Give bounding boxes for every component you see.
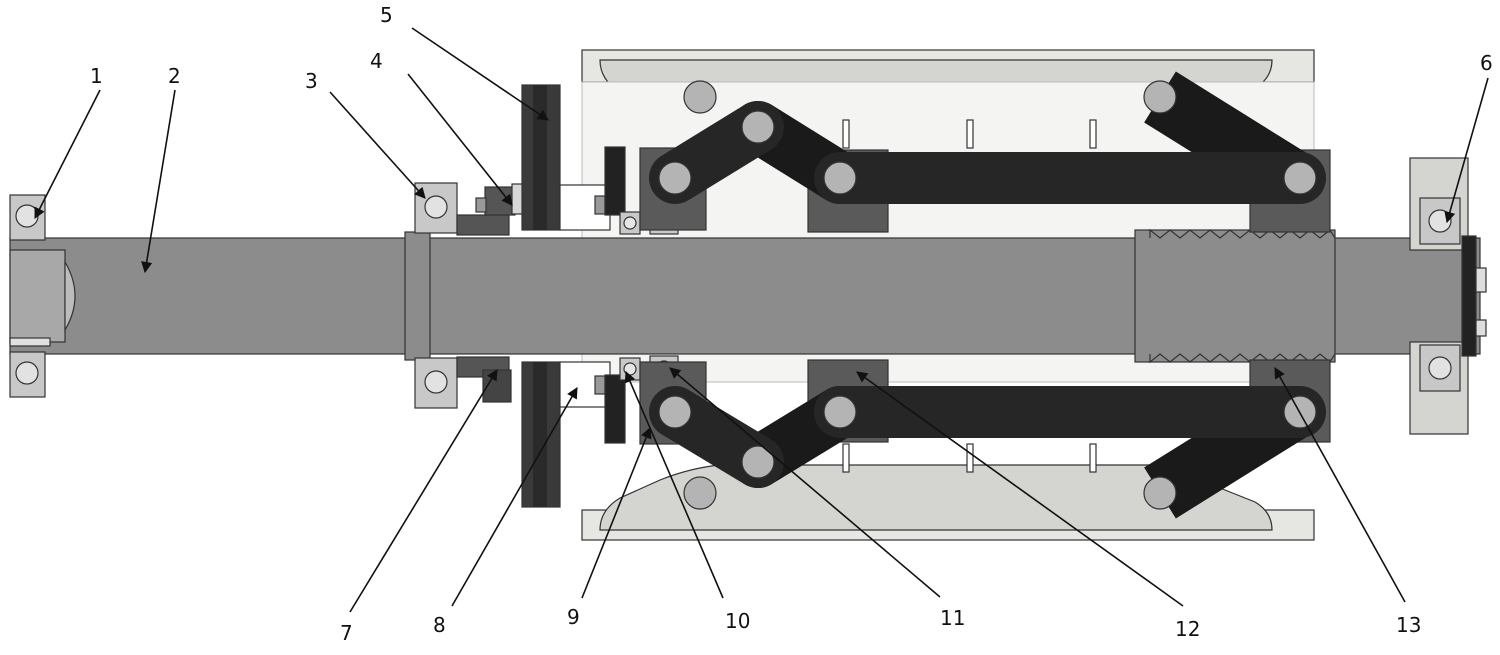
flange-disk-part-5 — [521, 84, 561, 508]
leader-6 — [1444, 77, 1489, 224]
pivot-pins — [658, 80, 1317, 510]
callout-13: 13 — [1396, 613, 1421, 637]
leader-lines — [34, 27, 1489, 613]
plate-part-9 — [604, 146, 626, 444]
leader-1 — [34, 89, 101, 219]
left-bearing — [9, 194, 46, 398]
leader-8 — [451, 387, 578, 607]
callout-7: 7 — [340, 621, 353, 645]
leader-12 — [856, 371, 1184, 607]
callout-3: 3 — [305, 69, 318, 93]
leader-5 — [411, 27, 549, 121]
leader-10 — [624, 370, 724, 599]
guide-pins — [842, 119, 1097, 473]
leader-9 — [581, 426, 652, 599]
callout-12: 12 — [1175, 617, 1200, 641]
leader-4 — [407, 73, 513, 206]
callout-6: 6 — [1480, 51, 1493, 75]
callout-11: 11 — [940, 606, 965, 630]
callout-8: 8 — [433, 613, 446, 637]
callout-9: 9 — [567, 605, 580, 629]
main-shaft — [9, 229, 1481, 363]
callout-labels: 1 2 3 4 5 6 7 8 9 10 11 12 13 — [90, 3, 1493, 645]
leader-13 — [1274, 367, 1406, 603]
callout-1: 1 — [90, 64, 103, 88]
leader-2 — [141, 89, 176, 274]
leader-3 — [329, 91, 426, 199]
leader-7 — [349, 369, 498, 613]
left-end-coupling — [9, 249, 76, 347]
leader-11 — [669, 367, 941, 598]
threaded-section — [1149, 228, 1336, 364]
callout-5: 5 — [380, 3, 393, 27]
callout-2: 2 — [168, 64, 181, 88]
callout-10: 10 — [725, 609, 750, 633]
callout-4: 4 — [370, 49, 383, 73]
